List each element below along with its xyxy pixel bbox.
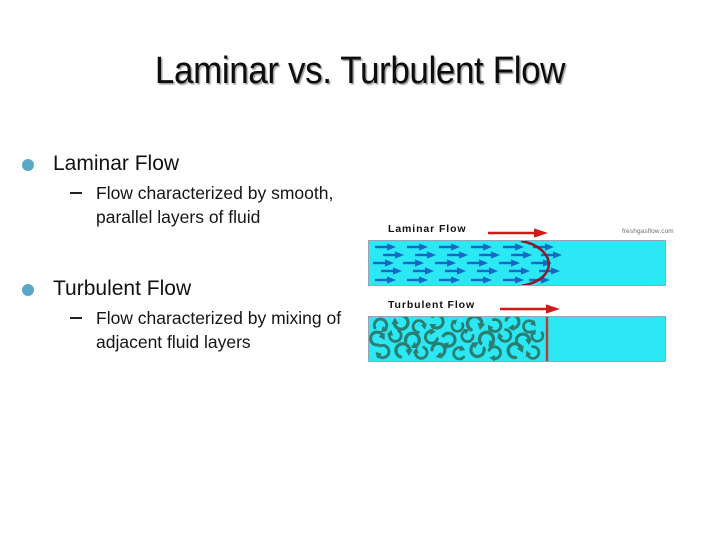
bullet-label-laminar: Laminar Flow: [53, 152, 180, 175]
page-title: Laminar vs. Turbulent Flow: [154, 50, 566, 92]
sub-bullet-text-laminar: Flow characterized by smooth, parallel l…: [96, 183, 334, 227]
turbulent-flow-field: [369, 317, 549, 361]
eddy-cluster: [369, 317, 546, 361]
dash-bullet-icon: [70, 317, 82, 319]
bullet-spacer: [18, 229, 368, 275]
turbulent-flow-diagram: Turbulent Flow: [366, 299, 668, 363]
dash-bullet-icon: [70, 192, 82, 194]
turbulent-duct: [368, 316, 666, 362]
sub-bullet-laminar: Flow characterized by smooth, parallel l…: [18, 182, 356, 229]
laminar-flow-diagram: Laminar Flow: [366, 223, 668, 289]
turbulent-figure-caption: Turbulent Flow: [388, 299, 476, 311]
right-arrow-icon: [488, 228, 548, 238]
velocity-profile-curve: [520, 241, 551, 285]
right-arrow-icon: [500, 304, 560, 314]
bullet-label-turbulent: Turbulent Flow: [53, 277, 192, 300]
laminar-figure-caption: Laminar Flow: [388, 223, 467, 235]
bullet-dot-icon: [22, 284, 34, 296]
sub-bullet-text-turbulent: Flow characterized by mixing of adjacent…: [96, 308, 342, 352]
bullet-item-laminar: Laminar Flow: [18, 150, 368, 177]
bullet-dot-icon: [22, 159, 34, 171]
bullet-item-turbulent: Turbulent Flow: [18, 275, 368, 302]
watermark-text: freshgasflow.com: [622, 228, 674, 235]
sub-bullet-turbulent: Flow characterized by mixing of adjacent…: [18, 307, 356, 354]
laminar-flow-field: [371, 241, 564, 285]
laminar-duct: [368, 240, 666, 286]
bullet-list: Laminar Flow Flow characterized by smoot…: [18, 150, 368, 354]
